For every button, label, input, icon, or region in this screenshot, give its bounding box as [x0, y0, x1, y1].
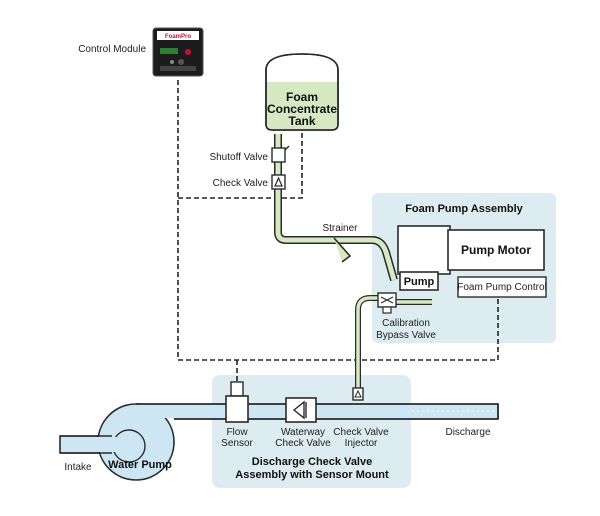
tank-label-line1: Foam: [286, 90, 318, 104]
strainer-label: Strainer: [322, 223, 358, 234]
check-valve-label: Check Valve: [213, 178, 269, 189]
shutoff-valve-label: Shutoff Valve: [209, 152, 268, 163]
flow-sensor-icon: [225, 381, 249, 423]
calibration-label-line1: Calibration: [382, 318, 430, 329]
pump-label: Pump: [404, 276, 435, 288]
strainer-icon: [333, 237, 352, 263]
waterway-check-valve-icon: [285, 397, 317, 423]
shutoff-valve-icon: [271, 145, 290, 163]
pump-motor-label: Pump Motor: [461, 243, 531, 257]
flow-sensor-label-line1: Flow: [226, 427, 248, 438]
water-pump-label: Water Pump: [108, 459, 172, 471]
injector-label-line1: Check Valve: [333, 427, 389, 438]
foam-pump-control: [457, 276, 547, 298]
assembly-title-line2: Assembly with Sensor Mount: [235, 469, 389, 481]
check-valve-icon: [271, 174, 286, 190]
foam-pump-control-label: Foam Pump Control: [457, 282, 546, 293]
control-wire-module: [177, 80, 499, 361]
injector-label-line2: Injector: [345, 438, 378, 449]
waterway-label-line2: Check Valve: [275, 438, 331, 449]
tank-label-line3: Tank: [288, 114, 315, 128]
calibration-bypass-valve-icon: [377, 292, 397, 314]
pump-motor-box: [397, 225, 451, 275]
calibration-label-line2: Bypass Valve: [376, 330, 436, 341]
injector-icon: [352, 387, 364, 401]
assembly-title-line1: Discharge Check Valve: [252, 456, 372, 468]
discharge-label: Discharge: [445, 427, 490, 438]
control-wire-tank: [178, 129, 303, 199]
tank-label-line2: Concentrate: [267, 102, 337, 116]
pump-motor: [447, 229, 545, 271]
waterway-label-line1: Waterway: [281, 427, 325, 438]
control-module-brand: FoamPro: [165, 34, 191, 40]
foam-pump-assembly-title: Foam Pump Assembly: [405, 203, 523, 215]
foam-line: [275, 134, 397, 281]
control-module-icon: FoamPro: [152, 27, 204, 77]
flow-sensor-label-line2: Sensor: [221, 438, 253, 449]
intake-label: Intake: [64, 462, 92, 473]
foam-concentrate-tank: Foam Concentrate Tank: [265, 53, 339, 131]
pump: [399, 271, 439, 291]
foam-line-to-injector: [356, 296, 390, 390]
control-module-label: Control Module: [78, 44, 146, 55]
